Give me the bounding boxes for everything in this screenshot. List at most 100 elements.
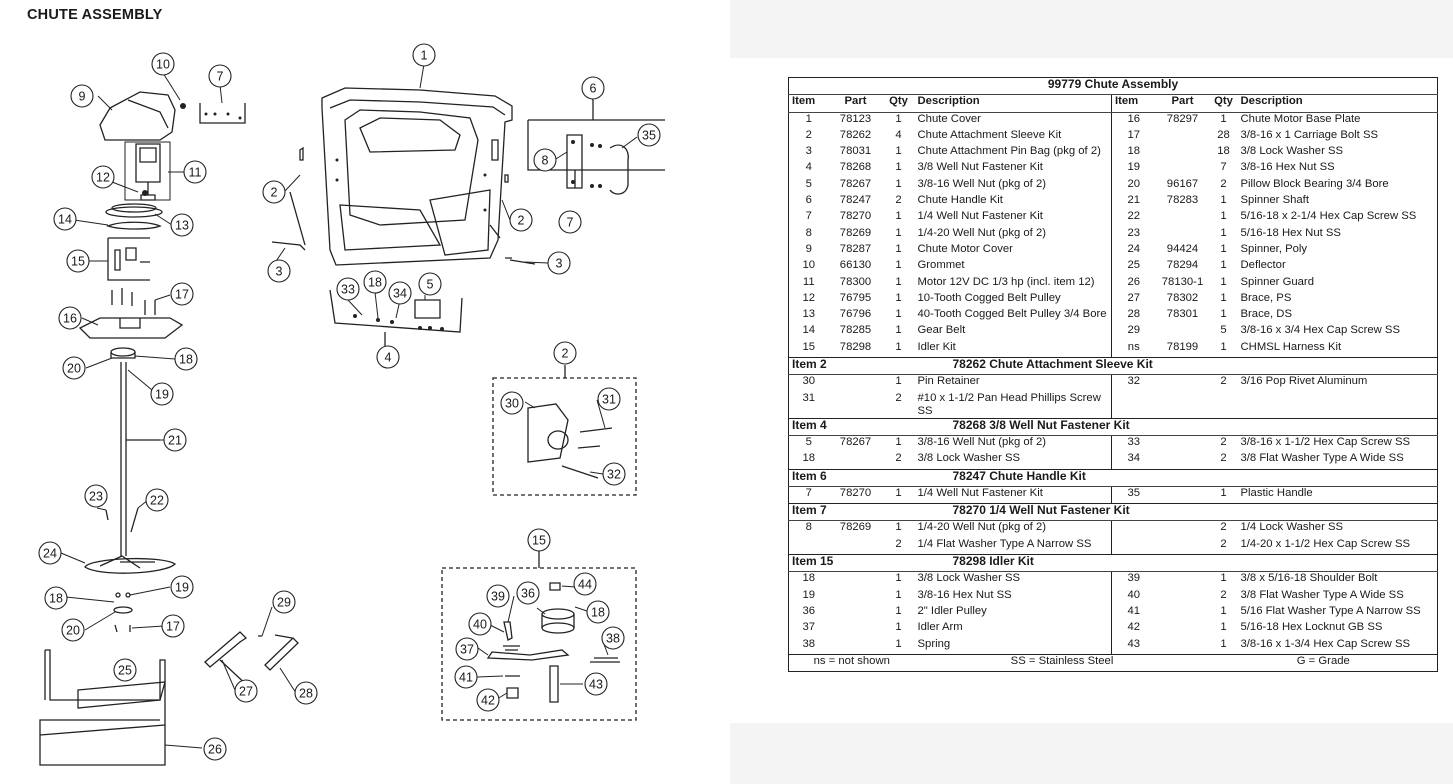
table-panel-top-band [730,0,1453,58]
kit-title: 78262 Chute Attachment Sleeve Kit [882,357,1438,376]
quantity: 1 [895,435,902,448]
description: Brace, PS [1240,291,1292,304]
quantity: 1 [1220,259,1227,272]
part-number [829,538,883,555]
quantity: 2 [1220,521,1227,534]
item-number: 42 [1111,621,1156,638]
item-number: 36 [802,604,816,617]
callout-circle [151,52,175,76]
description: Grommet [917,259,965,272]
callout-number: 39 [491,589,505,603]
description: Deflector [1240,259,1286,272]
kit-title: 78247 Chute Handle Kit [882,468,1438,487]
part-number: 78287 [839,242,872,255]
description: Idler Kit [917,340,956,353]
item-number: 18 [1111,145,1156,162]
callout-circle [558,210,582,234]
callout-number: 17 [175,287,189,301]
item-number: 31 [802,391,816,404]
description: Idler Arm [917,621,963,634]
kit-item-label: Item 7 [788,503,883,522]
item-number: 13 [802,308,816,321]
quantity: 1 [895,112,902,125]
description: 3/8-16 Hex Nut SS [1240,161,1335,174]
spinner-shaft-drawing [120,362,127,556]
item-number: 43 [1111,637,1156,655]
part-number: 78300 [839,275,872,288]
part-number: 76796 [839,308,872,321]
description: 3/8-16 Well Nut (pkg of 2) [917,177,1047,190]
column-header: Item [788,94,829,113]
table-panel [730,0,1453,784]
item-number [1111,391,1156,419]
item-number: 5 [805,177,812,190]
callout-number: 18 [179,352,193,366]
item-number: 5 [805,435,812,448]
part-number [829,392,883,419]
callout-number: 18 [49,591,63,605]
quantity: 2 [1220,452,1227,465]
callout-circle [44,586,68,610]
callout-circle [581,76,605,100]
description: Chute Motor Base Plate [1240,112,1361,125]
callout-number: 33 [341,282,355,296]
callout-number: 18 [591,605,605,619]
description: Chute Motor Cover [917,242,1013,255]
part-number [1156,161,1210,177]
item-6-handle [609,144,629,195]
item-number: 33 [1111,435,1156,453]
item-7-bracket [199,103,246,124]
callout-circle [476,688,500,712]
quantity: 1 [895,145,902,158]
callout-number: 9 [79,89,86,103]
footer-note: G = Grade [1209,653,1438,672]
callout-number: 23 [89,489,103,503]
quantity: 1 [895,275,902,288]
motor-drawing [135,143,161,183]
item-number: 32 [1111,374,1156,392]
item-number: 17 [1111,128,1156,146]
callout-number: 15 [532,533,546,547]
item-number: 24 [1111,242,1156,260]
callout-number: 29 [277,595,291,609]
callout-number: 35 [642,128,656,142]
table-title: 99779 Chute Assembly [788,77,1438,96]
callout-number: 2 [271,185,278,199]
quantity: 1 [895,375,902,388]
item-number: 40 [1111,588,1156,605]
column-header: Item [1111,94,1156,113]
part-number [1156,392,1210,419]
quantity: 2 [895,194,902,207]
callout-circle [509,208,533,232]
quantity: 1 [1220,226,1227,239]
item-number: 34 [1111,452,1156,470]
item-number: 18 [802,452,816,465]
part-number [1156,589,1210,605]
callout-number: 1 [421,48,428,62]
part-number [1156,621,1210,637]
callout-number: 24 [43,546,57,560]
brace-ps-drawing [204,631,251,689]
part-number [1156,145,1210,161]
description: 2" Idler Pulley [917,604,987,617]
callout-number: 12 [96,170,110,184]
callout-circle [602,462,626,486]
callout-circle [163,428,187,452]
footer-note: ns = not shown [788,653,915,672]
callout-number: 36 [521,586,535,600]
item-number: 14 [802,324,816,337]
callout-number: 28 [299,686,313,700]
callout-circle [294,681,318,705]
callout-circle [170,282,194,306]
quantity: 1 [1220,308,1227,321]
callout-number: 38 [606,631,620,645]
callout-circle [84,484,108,508]
part-number: 78199 [1166,340,1199,353]
